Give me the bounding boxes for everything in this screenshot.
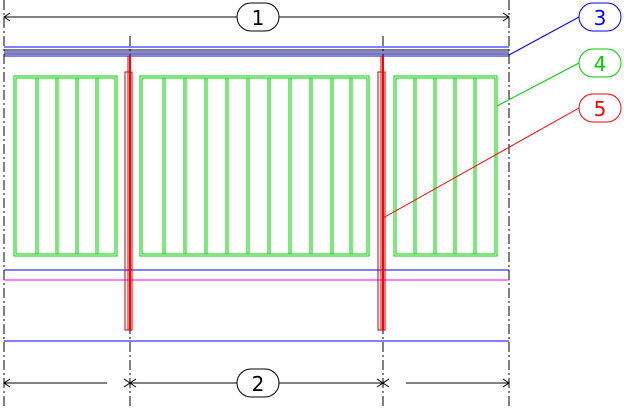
top-band xyxy=(4,46,509,57)
dimension-bottom xyxy=(3,378,510,388)
post-left xyxy=(124,56,133,331)
lower-lines xyxy=(4,269,509,342)
dim-tag-2-text: 2 xyxy=(252,372,265,396)
callout-3-text: 3 xyxy=(594,6,607,30)
callout-4-text: 4 xyxy=(594,52,607,76)
panel-middle xyxy=(139,75,370,257)
reference-lines xyxy=(3,0,510,408)
callout-5: 5 xyxy=(382,93,622,219)
dim-tag-2: 2 xyxy=(236,368,280,398)
dim-tag-1-text: 1 xyxy=(252,6,265,30)
callout-3: 3 xyxy=(508,2,622,56)
panel-right xyxy=(393,75,498,257)
callout-4: 4 xyxy=(496,48,622,107)
dimension-top xyxy=(3,12,510,22)
callout-5-text: 5 xyxy=(594,97,607,121)
post-right xyxy=(377,56,386,331)
dim-tag-1: 1 xyxy=(236,2,280,32)
panel-left xyxy=(13,75,118,257)
